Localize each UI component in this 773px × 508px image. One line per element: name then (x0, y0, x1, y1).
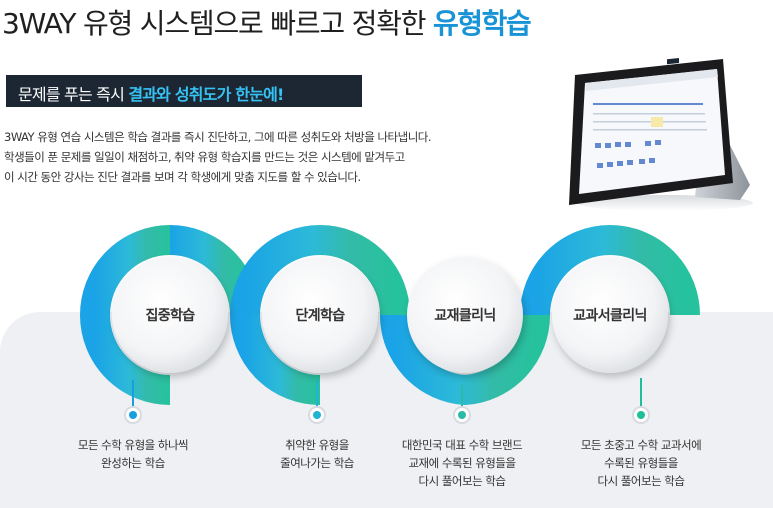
caption-line: 수록된 유형들을 (604, 456, 678, 470)
banner-highlight: 결과와 성취도가 한눈에! (128, 85, 284, 104)
tablet-icon (569, 57, 753, 211)
step-title-stage: 단계학습 (295, 308, 345, 324)
description: 3WAY 유형 연습 시스템은 학습 결과를 즉시 진단하고, 그에 따른 성취… (4, 127, 544, 187)
caption-line: 대한민국 대표 수학 브랜드 (401, 438, 523, 452)
step-caption-focus: 모든 수학 유형을 하나씩 완성하는 학습 (48, 436, 218, 472)
headline-accent: 유형학습 (433, 7, 532, 40)
step-caption-textbook-clinic: 대한민국 대표 수학 브랜드 교재에 수록된 유형들을 다시 풀어보는 학습 (377, 436, 547, 490)
description-line-3: 이 시간 동안 강사는 진단 결과를 보며 각 학생에게 맞춤 지도를 할 수 … (4, 170, 361, 184)
page-headline: 3WAY 유형 시스템으로 빠르고 정확한 유형학습 (2, 2, 532, 46)
feature-banner: 문제를 푸는 즉시 결과와 성취도가 한눈에! (6, 75, 362, 107)
step-title-focus: 집중학습 (145, 308, 195, 324)
caption-line: 모든 수학 유형을 하나씩 (77, 438, 189, 452)
caption-line: 취약한 유형을 (285, 438, 349, 452)
caption-line: 다시 풀어보는 학습 (597, 474, 685, 488)
description-line-1: 3WAY 유형 연습 시스템은 학습 결과를 즉시 진단하고, 그에 따른 성취… (4, 130, 432, 144)
caption-line: 다시 풀어보는 학습 (418, 474, 506, 488)
headline-main: 3WAY 유형 시스템으로 빠르고 정확한 (2, 7, 434, 40)
step-caption-stage: 취약한 유형을 줄여나가는 학습 (232, 436, 402, 472)
caption-line: 줄여나가는 학습 (280, 456, 354, 470)
banner-main: 문제를 푸는 즉시 (18, 85, 129, 104)
step-title-textbook-clinic: 교재클리닉 (434, 308, 496, 324)
caption-line: 교재에 수록된 유형들을 (408, 456, 516, 470)
step-title-schoolbook-clinic: 교과서클리닉 (573, 308, 647, 324)
description-line-2: 학생들이 푼 문제를 일일이 채점하고, 취약 유형 학습지를 만드는 것은 시… (4, 150, 405, 164)
caption-line: 완성하는 학습 (101, 456, 165, 470)
caption-line: 모든 초중고 수학 교과서에 (580, 438, 702, 452)
step-caption-schoolbook-clinic: 모든 초중고 수학 교과서에 수록된 유형들을 다시 풀어보는 학습 (556, 436, 726, 490)
